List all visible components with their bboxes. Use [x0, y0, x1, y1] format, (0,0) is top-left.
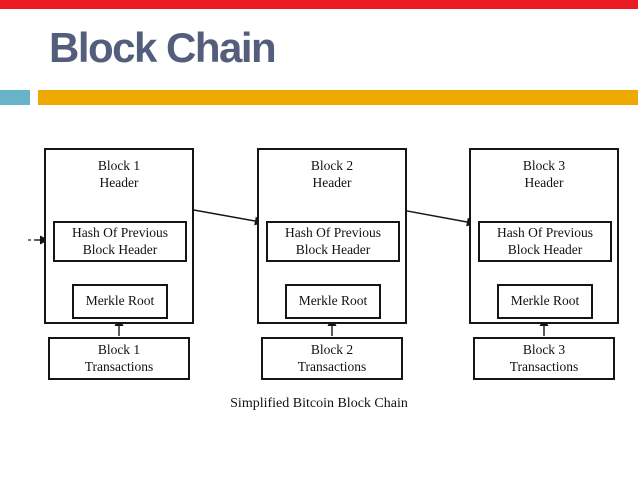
block-2-header-line2: Header	[312, 175, 352, 190]
block-1-transactions-box: Block 1 Transactions	[48, 337, 190, 380]
block-3-transactions-line1: Block 3	[522, 342, 566, 357]
block-3-header-line1: Block 3	[522, 158, 566, 173]
top-accent-bar	[0, 0, 638, 9]
block-2-hash-line2: Block Header	[295, 242, 371, 257]
diagram-caption: Simplified Bitcoin Block Chain	[230, 396, 408, 411]
block-3-hash-line2: Block Header	[507, 242, 583, 257]
block-1-hash-line1: Hash Of Previous	[72, 225, 168, 240]
block-3-transactions-box: Block 3 Transactions	[473, 337, 615, 380]
block-2-transactions-line2: Transactions	[297, 359, 367, 374]
block-1-group: Block 1 Header Hash Of Previous Block He…	[44, 148, 194, 381]
block-2-group: Block 2 Header Hash Of Previous Block He…	[257, 148, 407, 381]
block-1-transactions-line1: Block 1	[97, 342, 141, 357]
block-3-header-line2: Header	[524, 175, 564, 190]
block-1-header-box: Block 1 Header Hash Of Previous Block He…	[44, 148, 194, 324]
block-1-header-line1: Block 1	[97, 158, 141, 173]
block-2-hash-box: Hash Of Previous Block Header	[266, 221, 400, 262]
block-3-hash-box: Hash Of Previous Block Header	[478, 221, 612, 262]
block-3-group: Block 3 Header Hash Of Previous Block He…	[469, 148, 619, 381]
block-3-header-box: Block 3 Header Hash Of Previous Block He…	[469, 148, 619, 324]
block-2-transactions-box: Block 2 Transactions	[261, 337, 403, 380]
block-3-hash-line1: Hash Of Previous	[497, 225, 593, 240]
orange-accent-bar	[38, 90, 638, 105]
block-1-header-line2: Header	[99, 175, 139, 190]
block-1-hash-line2: Block Header	[82, 242, 158, 257]
block-2-header-line1: Block 2	[310, 158, 354, 173]
block-2-hash-line1: Hash Of Previous	[285, 225, 381, 240]
block-1-hash-box: Hash Of Previous Block Header	[53, 221, 187, 262]
teal-accent-square	[0, 90, 30, 105]
block-2-header-box: Block 2 Header Hash Of Previous Block He…	[257, 148, 407, 324]
slide-title: Block Chain	[49, 24, 277, 71]
block-1-merkle-box: Merkle Root	[72, 284, 168, 319]
block-2-merkle-box: Merkle Root	[285, 284, 381, 319]
block-3-transactions-line2: Transactions	[509, 359, 579, 374]
block-2-transactions-line1: Block 2	[310, 342, 354, 357]
block-1-transactions-line2: Transactions	[84, 359, 154, 374]
block-3-merkle-box: Merkle Root	[497, 284, 593, 319]
